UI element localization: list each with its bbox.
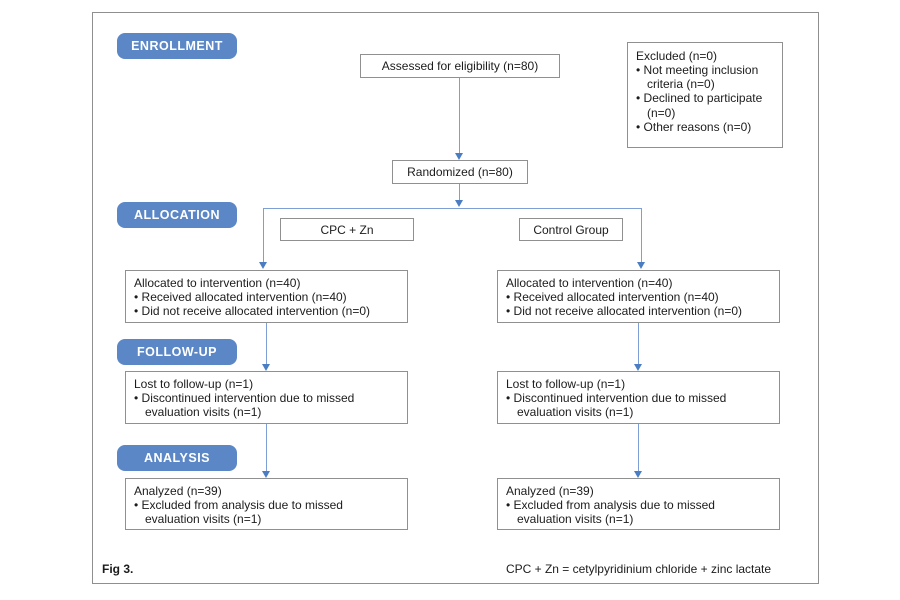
arrow-followup-to-analysis-left [266,424,267,472]
excluded-bullet: • Not meeting inclusion criteria (n=0) [636,63,759,92]
arrow-branch-to-allocated-right [641,208,642,263]
allocated-bullet: • Received allocated intervention (n=40) [134,290,347,305]
allocated-title: Allocated to intervention (n=40) [506,276,673,290]
randomized-box: Randomized (n=80) [392,160,528,184]
arrowhead-down-icon [262,364,270,371]
figure-label: Fig 3. [102,562,134,576]
excluded-bullet: • Other reasons (n=0) [636,119,752,134]
excluded-bullet: • Declined to participate (n=0) [636,91,763,120]
stage-badge-analysis: ANALYSIS [117,445,237,471]
analysis-box-right: Analyzed (n=39) • Excluded from analysis… [497,478,780,530]
arrow-allocated-to-followup-left [266,323,267,365]
followup-bullet: • Discontinued intervention due to misse… [506,391,727,420]
allocated-bullet: • Received allocated intervention (n=40) [506,290,719,305]
allocated-title: Allocated to intervention (n=40) [134,276,301,290]
stage-badge-allocation: ALLOCATION [117,202,237,228]
arrowhead-down-icon [634,364,642,371]
arrowhead-down-icon [455,153,463,160]
followup-title: Lost to follow-up (n=1) [506,377,626,391]
assessed-eligibility-box: Assessed for eligibility (n=80) [360,54,560,78]
analysis-title: Analyzed (n=39) [134,484,222,498]
arrowhead-down-icon [259,262,267,269]
group-label-cpc-zn-box: CPC + Zn [280,218,414,241]
arrow-assessed-to-randomized [459,78,460,154]
analysis-bullet: • Excluded from analysis due to missed e… [134,498,343,527]
allocated-bullet: • Did not receive allocated intervention… [134,304,370,319]
followup-box-right: Lost to follow-up (n=1) • Discontinued i… [497,371,780,424]
group-label-control-box: Control Group [519,218,623,241]
arrow-randomized-to-branch [459,184,460,201]
followup-box-left: Lost to follow-up (n=1) • Discontinued i… [125,371,408,424]
allocated-box-right: Allocated to intervention (n=40) • Recei… [497,270,780,323]
arrowhead-down-icon [262,471,270,478]
branch-horizontal-line [263,208,642,209]
arrow-branch-to-allocated-left [263,208,264,263]
allocated-bullet: • Did not receive allocated intervention… [506,304,742,319]
followup-title: Lost to follow-up (n=1) [134,377,254,391]
stage-badge-enrollment: ENROLLMENT [117,33,237,59]
arrow-followup-to-analysis-right [638,424,639,472]
analysis-box-left: Analyzed (n=39) • Excluded from analysis… [125,478,408,530]
excluded-title: Excluded (n=0) [636,49,718,63]
excluded-box: Excluded (n=0) • Not meeting inclusion c… [627,42,783,148]
arrowhead-down-icon [634,471,642,478]
abbreviation-note: CPC + Zn = cetylpyridinium chloride + zi… [505,562,772,576]
followup-bullet: • Discontinued intervention due to misse… [134,391,355,420]
arrowhead-down-icon [637,262,645,269]
arrow-allocated-to-followup-right [638,323,639,365]
allocated-box-left: Allocated to intervention (n=40) • Recei… [125,270,408,323]
stage-badge-followup: FOLLOW-UP [117,339,237,365]
analysis-bullet: • Excluded from analysis due to missed e… [506,498,715,527]
arrowhead-down-icon [455,200,463,207]
analysis-title: Analyzed (n=39) [506,484,594,498]
